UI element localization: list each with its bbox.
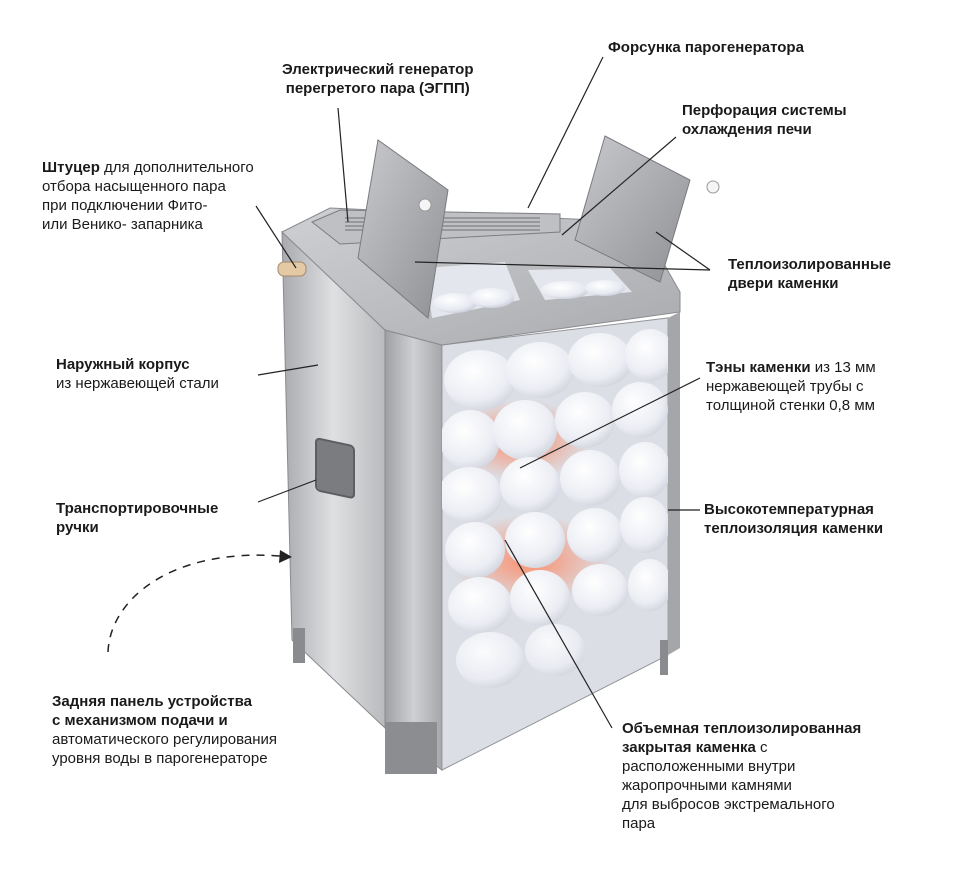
label-heaters: Тэны каменки из 13 мм нержавеющей трубы … xyxy=(706,359,876,414)
transport-handle xyxy=(315,437,355,499)
leg-right xyxy=(660,640,668,675)
leader-lines xyxy=(255,56,711,729)
stones xyxy=(442,318,668,770)
label-chamber: Объемная теплоизолированная закрытая кам… xyxy=(622,720,862,832)
label-nozzle: Форсунка парогенератора xyxy=(608,39,804,56)
label-fitting: Штуцер для дополнительного отбора насыще… xyxy=(42,159,254,233)
label-back-panel: Задняя панель устройства с механизмом по… xyxy=(52,693,278,767)
dashed-arrow xyxy=(107,554,281,653)
fitting xyxy=(277,261,307,277)
right-edge xyxy=(668,312,680,655)
door-right-knob xyxy=(706,180,720,194)
door-left-knob xyxy=(418,198,432,212)
door-left xyxy=(357,139,449,319)
front-corner-post xyxy=(384,329,443,771)
leg-left-back xyxy=(293,628,305,663)
leg-front xyxy=(385,722,437,774)
